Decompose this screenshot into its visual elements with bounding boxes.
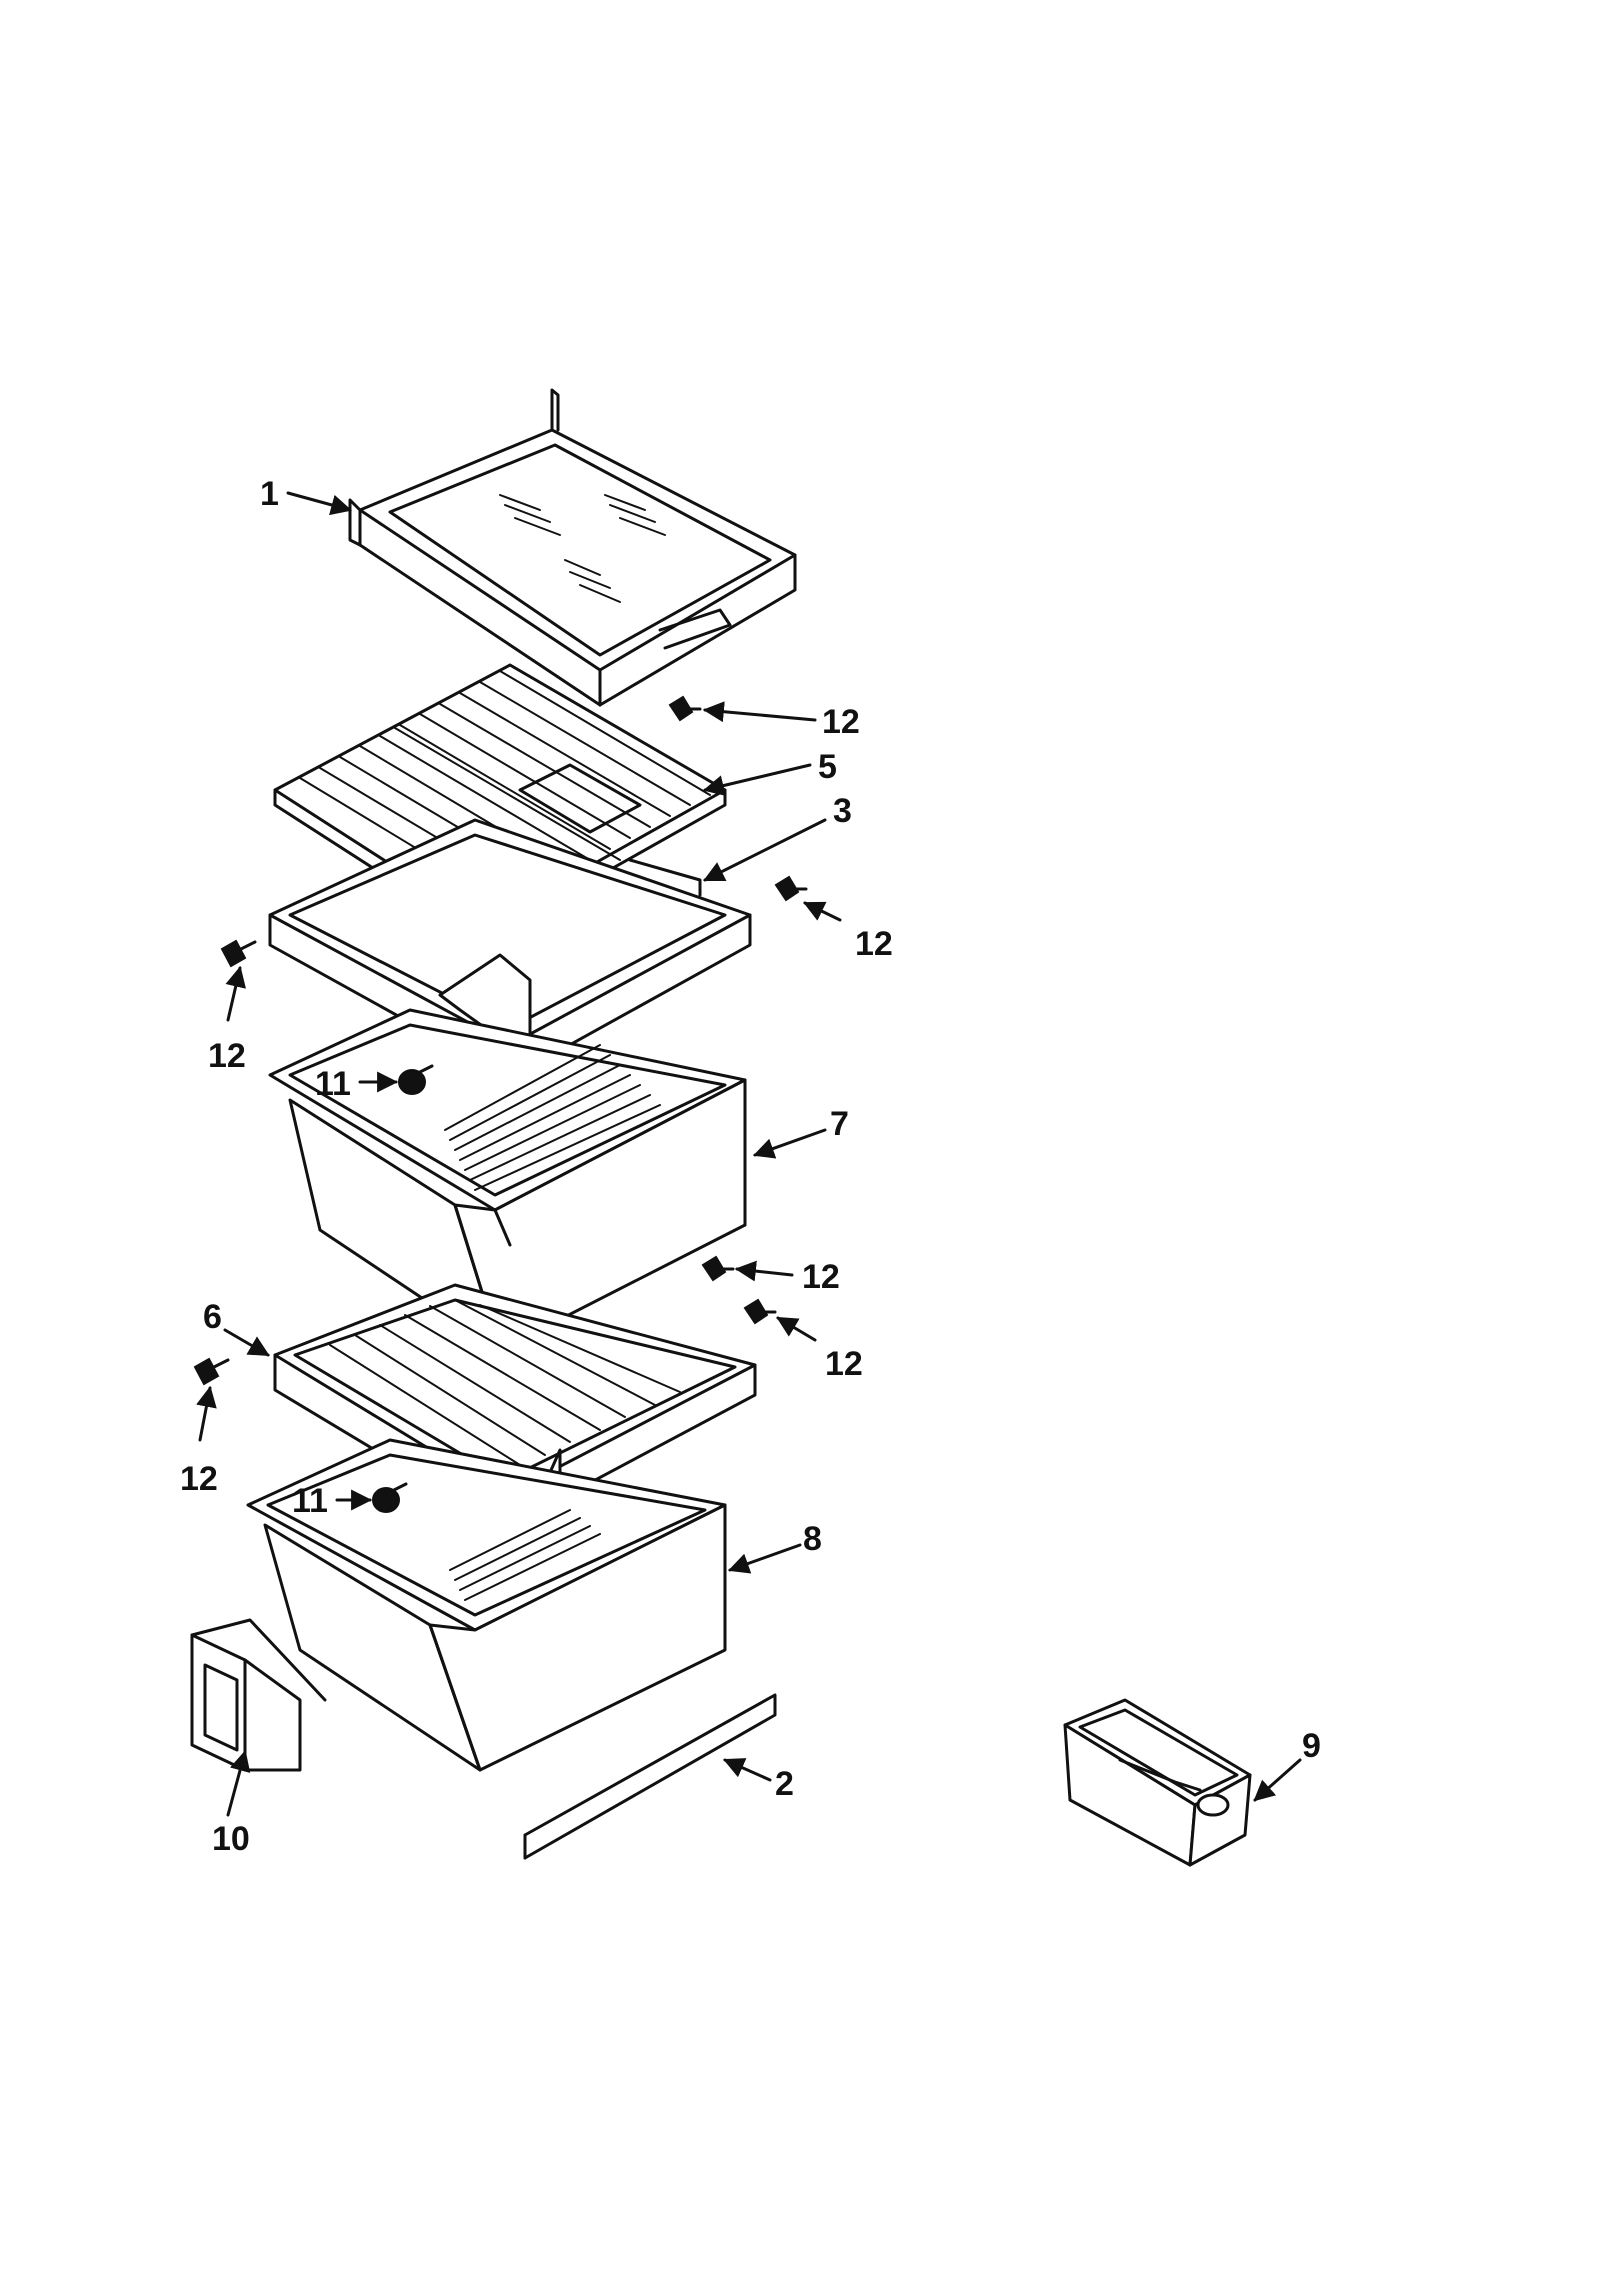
part-8-lower-crisper-drawer[interactable] bbox=[246, 1438, 727, 1772]
callout-8: 8 bbox=[803, 1520, 822, 1558]
callout-12b: 12 bbox=[855, 925, 893, 963]
part-7-upper-crisper-drawer[interactable] bbox=[268, 953, 747, 1352]
callout-leaders bbox=[196, 491, 1302, 1817]
callout-3: 3 bbox=[833, 792, 852, 830]
callout-12f: 12 bbox=[180, 1460, 218, 1498]
callout-11b: 11 bbox=[292, 1482, 328, 1520]
callout-7: 7 bbox=[830, 1105, 849, 1143]
callout-12d: 12 bbox=[802, 1258, 840, 1296]
part-12-clip-a[interactable] bbox=[668, 695, 702, 722]
callout-12a: 12 bbox=[822, 703, 860, 741]
part-11-drawer-slide-upper[interactable] bbox=[398, 1064, 434, 1095]
callout-labels: 1 12 5 3 12 12 11 7 12 6 12 12 11 8 2 9 … bbox=[180, 475, 1321, 1858]
part-6-lower-crisper-cover[interactable] bbox=[273, 1283, 757, 1530]
part-10-drawer-label-holder[interactable] bbox=[190, 1618, 327, 1772]
part-11-drawer-slide-lower[interactable] bbox=[372, 1482, 408, 1513]
part-12-clip-d[interactable] bbox=[701, 1255, 735, 1282]
part-1-shelf-frame[interactable] bbox=[348, 388, 797, 707]
callout-2: 2 bbox=[775, 1765, 794, 1803]
part-12-clip-b[interactable] bbox=[774, 875, 808, 902]
callout-6: 6 bbox=[203, 1298, 222, 1336]
part-9-egg-bin[interactable] bbox=[1063, 1698, 1252, 1867]
part-12-clip-c[interactable] bbox=[220, 939, 257, 968]
callout-9: 9 bbox=[1302, 1727, 1321, 1765]
callout-12e: 12 bbox=[825, 1345, 863, 1383]
callout-5: 5 bbox=[818, 748, 837, 786]
part-12-clip-e[interactable] bbox=[743, 1298, 777, 1325]
callout-1: 1 bbox=[260, 475, 279, 513]
callout-11a: 11 bbox=[315, 1065, 351, 1103]
callout-10: 10 bbox=[212, 1820, 250, 1858]
part-12-clip-f[interactable] bbox=[193, 1357, 230, 1386]
callout-12c: 12 bbox=[208, 1037, 246, 1075]
part-2-trim-strip[interactable] bbox=[523, 1693, 777, 1860]
